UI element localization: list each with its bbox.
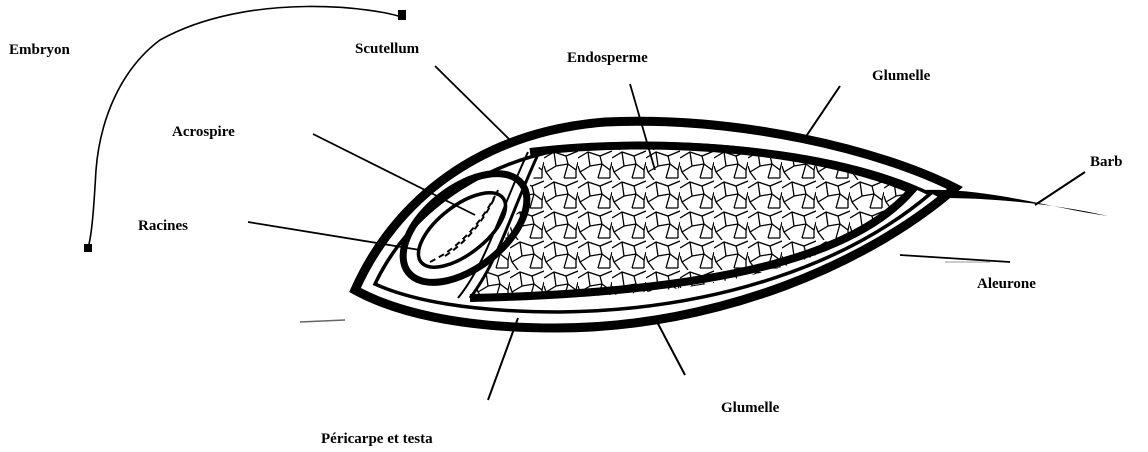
label-glumelle-bottom: Glumelle [721, 401, 779, 416]
leader-aleurone [900, 255, 1010, 262]
leader-scutellum [435, 66, 512, 142]
label-aleurone: Aleurone [977, 277, 1036, 292]
label-embryon: Embryon [9, 43, 70, 58]
label-pericarpe: Péricarpe et testa [321, 432, 433, 447]
label-racines: Racines [138, 219, 188, 234]
leader-glumelle-bottom [655, 318, 685, 375]
leader-barb [1035, 172, 1085, 205]
label-scutellum: Scutellum [355, 42, 419, 57]
label-acrospire: Acrospire [172, 125, 235, 140]
label-glumelle-top: Glumelle [872, 69, 930, 84]
label-endosperme: Endosperme [567, 51, 648, 66]
label-barb: Barb [1090, 155, 1123, 170]
leader-glumelle-top [805, 86, 840, 138]
